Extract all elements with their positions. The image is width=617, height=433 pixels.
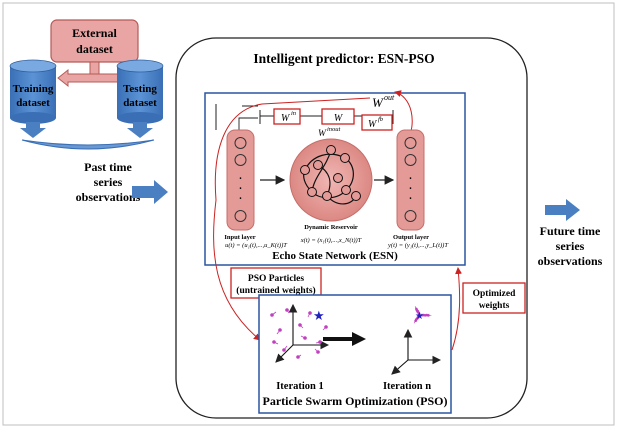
past-label-3: observations bbox=[76, 190, 141, 204]
w-fb-sup: fb bbox=[378, 116, 384, 123]
output-layer-label: Output layer bbox=[393, 234, 429, 241]
external-label-2: dataset bbox=[76, 42, 113, 56]
particle bbox=[282, 348, 286, 352]
output-layer: . . . bbox=[397, 130, 424, 230]
dynamic-reservoir bbox=[290, 139, 372, 221]
training-label-2: dataset bbox=[16, 97, 50, 109]
future-label-3: observations bbox=[538, 254, 603, 268]
reservoir-label: Dynamic Reservoir bbox=[304, 224, 358, 231]
output-arrow bbox=[545, 199, 580, 221]
particle bbox=[316, 350, 320, 354]
particle bbox=[298, 323, 302, 327]
external-label-1: External bbox=[72, 26, 117, 40]
future-observations-label: Future time series observations bbox=[538, 224, 603, 268]
future-label-1: Future time bbox=[540, 224, 601, 238]
w-out-sup: out bbox=[384, 93, 395, 102]
iteration-1-label: Iteration 1 bbox=[276, 381, 324, 392]
w-out-label: W bbox=[372, 95, 384, 110]
pso-title: Particle Swarm Optimization (PSO) bbox=[263, 394, 448, 408]
particle bbox=[296, 355, 300, 359]
past-label-2: series bbox=[94, 175, 123, 189]
training-dataset-cylinder: Training dataset bbox=[10, 60, 56, 124]
testing-down-arrow bbox=[127, 122, 153, 138]
merge-bracket bbox=[22, 140, 154, 149]
pso-particles-label-1: PSO Particles bbox=[248, 274, 304, 284]
u-equation: u(t) = (u₁(t),...,u_K(t))T bbox=[225, 242, 287, 249]
past-observations-label: Past time series observations bbox=[76, 160, 141, 204]
input-layer-label: Input layer bbox=[224, 234, 255, 241]
x-equation: x(t) = (x₁(t),...,x_N(t))T bbox=[300, 237, 362, 244]
iteration-n-label: Iteration n bbox=[383, 381, 431, 392]
optimized-label-1: Optimized bbox=[473, 289, 516, 299]
w-inout-sup: inout bbox=[327, 126, 341, 133]
particle bbox=[308, 311, 312, 315]
particle bbox=[324, 325, 328, 329]
testing-label-2: dataset bbox=[123, 97, 157, 109]
training-label-1: Training bbox=[13, 83, 54, 95]
predictor-title: Intelligent predictor: ESN-PSO bbox=[253, 51, 434, 66]
esn-title: Echo State Network (ESN) bbox=[272, 250, 398, 262]
training-down-arrow bbox=[20, 122, 46, 138]
optimized-label-2: weights bbox=[479, 301, 510, 311]
particle bbox=[285, 308, 289, 312]
testing-label-1: Testing bbox=[123, 83, 157, 95]
w-inout-label: W bbox=[318, 129, 327, 139]
particle bbox=[303, 336, 307, 340]
input-layer: . . . bbox=[227, 130, 254, 230]
particle bbox=[318, 340, 322, 344]
y-equation: y(t) = (y₁(t),...,y_L(t))T bbox=[387, 242, 448, 249]
w-in-sup: in bbox=[291, 110, 296, 117]
particle bbox=[278, 328, 282, 332]
future-label-2: series bbox=[556, 239, 585, 253]
particle bbox=[270, 313, 274, 317]
star-marker: ★ bbox=[415, 311, 424, 322]
particle bbox=[272, 340, 276, 344]
star-marker: ★ bbox=[313, 308, 325, 323]
testing-dataset-cylinder: Testing dataset bbox=[117, 60, 163, 124]
w-fb-box bbox=[362, 115, 392, 130]
external-connector bbox=[90, 62, 99, 74]
past-label-1: Past time bbox=[84, 160, 132, 174]
external-dataset-box: External dataset bbox=[51, 20, 138, 62]
